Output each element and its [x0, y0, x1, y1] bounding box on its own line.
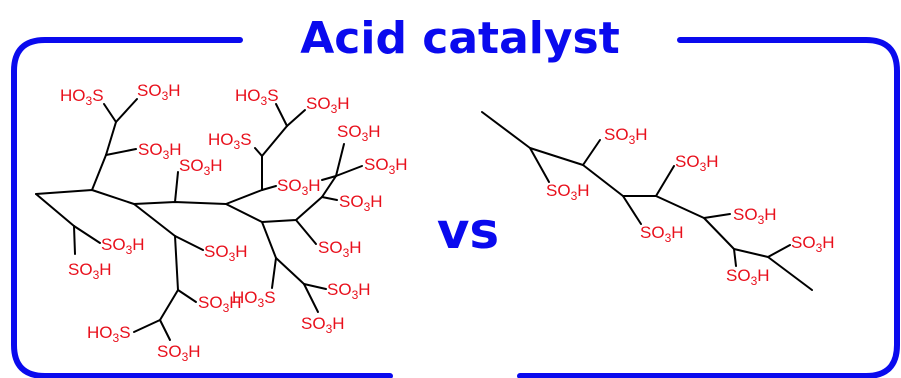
- bond-line: [103, 103, 117, 123]
- bond-line: [133, 203, 176, 237]
- sulfonic-acid-group-label: SO3H: [277, 176, 321, 198]
- bond-line: [303, 283, 327, 290]
- sulfonic-acid-group-label: SO3H: [733, 205, 777, 227]
- sulfonic-acid-group-label: SO3H: [138, 140, 182, 162]
- branched-structure: SO3H HO3S SO3H SO3H HO3S SO3H HO3S SO3H …: [35, 81, 408, 364]
- sulfonic-acid-group-label: SO3H: [337, 122, 381, 144]
- sulfonic-acid-group-label: SO3H: [726, 266, 770, 288]
- bond-line: [261, 125, 288, 157]
- bond-line: [225, 189, 263, 205]
- bond-line: [335, 165, 363, 177]
- bond-line: [105, 148, 137, 156]
- sulfonic-acid-group-label: SO3H: [101, 235, 145, 257]
- bond-line: [321, 175, 337, 181]
- bond-line: [321, 175, 337, 198]
- sulfonic-acid-group-label: SO3H: [327, 280, 371, 302]
- bond-line: [177, 289, 197, 303]
- sulfonic-acid-group-label: HO3S: [87, 323, 131, 345]
- sulfonic-acid-group-label: SO3H: [179, 156, 223, 178]
- branched-backbone: [35, 189, 323, 223]
- frame-left-segment: [11, 37, 393, 378]
- sulfonic-acid-group-label: SO3H: [198, 293, 242, 315]
- sulfonic-acid-group-label: HO3S: [60, 86, 104, 108]
- bond-line: [115, 98, 138, 123]
- sulfonic-acid-group-label: SO3H: [68, 260, 112, 282]
- sulfonic-acid-group-label: HO3S: [232, 288, 276, 310]
- bond-line: [582, 139, 601, 166]
- frame-right-segment: [517, 37, 900, 378]
- bond-line: [271, 257, 277, 289]
- bond-line: [529, 147, 550, 183]
- bond-line: [261, 221, 277, 259]
- bond-line: [767, 244, 791, 258]
- sulfonic-acid-group-label: SO3H: [137, 81, 181, 103]
- bond-line: [35, 193, 75, 227]
- bond-line: [703, 213, 731, 219]
- bond-line: [174, 235, 204, 251]
- bond-line: [321, 196, 338, 201]
- bond-line: [254, 147, 263, 157]
- sulfonic-acid-group-label: SO3H: [318, 238, 362, 260]
- sulfonic-acid-group-label: SO3H: [546, 181, 590, 203]
- bond-line: [133, 319, 161, 333]
- bond-line: [174, 171, 179, 203]
- sulfonic-acid-group-label: SO3H: [364, 155, 408, 177]
- bond-line: [622, 195, 642, 225]
- bond-line: [159, 319, 171, 341]
- bond-line: [159, 289, 179, 321]
- sulfonic-acid-group-label: HO3S: [208, 130, 252, 152]
- bond-line: [275, 103, 288, 127]
- sulfonic-acid-group-label: SO3H: [157, 342, 201, 364]
- bond-line: [275, 257, 305, 285]
- bond-line: [286, 109, 306, 127]
- sulfonic-acid-group-label: HO3S: [235, 86, 279, 108]
- sulfonic-acid-group-label: SO3H: [301, 314, 345, 336]
- vs-label: vs: [437, 202, 499, 260]
- bond-line: [91, 154, 107, 191]
- bond-line: [73, 225, 101, 244]
- bond-line: [295, 219, 317, 245]
- bond-line: [303, 283, 319, 313]
- bond-line: [655, 165, 675, 197]
- bond-line: [733, 248, 737, 267]
- sulfonic-acid-group-label: SO3H: [675, 152, 719, 174]
- diagram-title: Acid catalyst: [300, 13, 620, 64]
- bond-line: [261, 185, 277, 191]
- bond-line: [105, 121, 117, 156]
- linear-structure: SO3H SO3H SO3H SO3H SO3H SO3H SO3H: [481, 111, 835, 291]
- sulfonic-acid-group-label: SO3H: [204, 242, 248, 264]
- sulfonic-acid-group-label: SO3H: [306, 94, 350, 116]
- sulfonic-acid-group-label: SO3H: [604, 125, 648, 147]
- sulfonic-acid-group-label: SO3H: [339, 192, 383, 214]
- sulfonic-acid-group-label: SO3H: [791, 233, 835, 255]
- bond-line: [174, 235, 179, 291]
- bond-line: [335, 143, 345, 177]
- sulfonic-acid-group-label: SO3H: [640, 223, 684, 245]
- bond-line: [73, 225, 76, 255]
